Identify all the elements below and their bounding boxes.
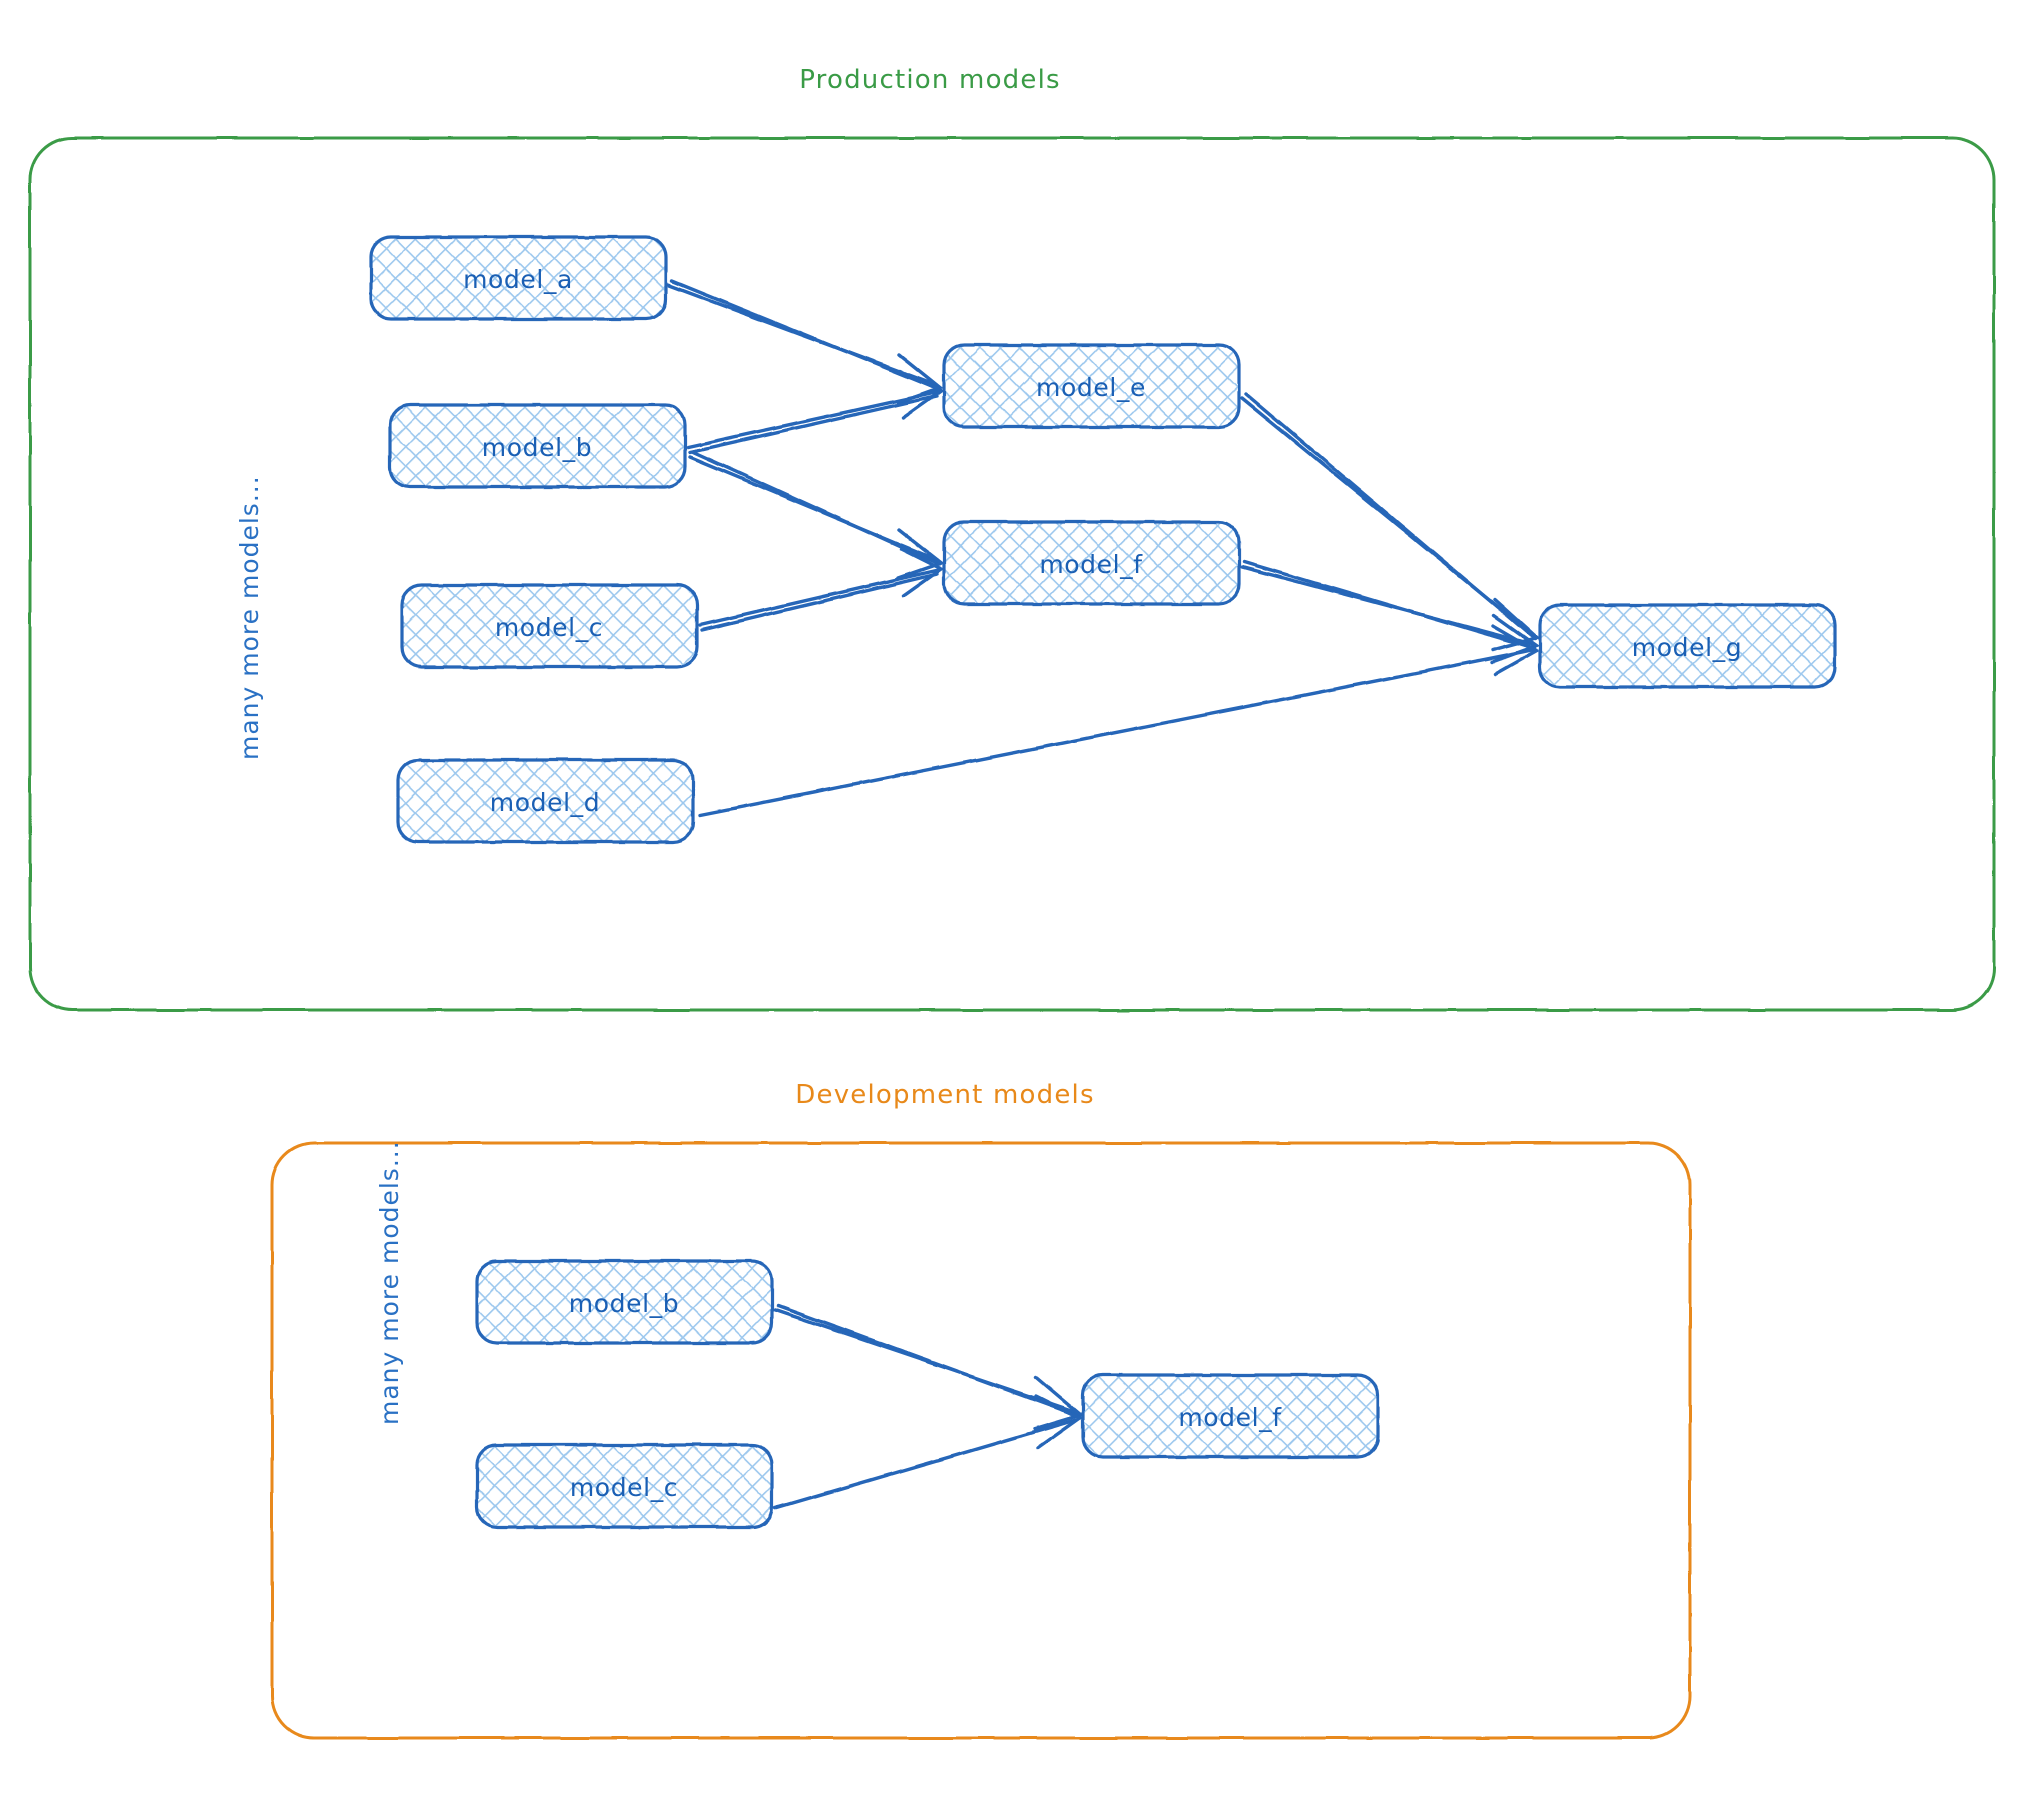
node-dev_b[interactable]: model_b — [475, 1259, 774, 1345]
node-prod_f[interactable]: model_f — [942, 520, 1241, 606]
production-side-label: many more models... — [235, 475, 264, 760]
node-prod_e[interactable]: model_e — [942, 343, 1241, 429]
node-prod_d[interactable]: model_d — [396, 758, 695, 844]
edge-prod_c-prod_f — [698, 547, 945, 632]
development-group-title: Development models — [795, 1080, 1094, 1110]
edge-dev_c-dev_f — [773, 1394, 1084, 1510]
node-label: model_c — [495, 613, 603, 642]
node-label: model_f — [1039, 550, 1143, 579]
node-label: model_e — [1036, 373, 1146, 402]
node-prod_c[interactable]: model_c — [400, 583, 699, 669]
node-label: model_a — [463, 265, 573, 294]
node-label: model_b — [569, 1289, 679, 1318]
node-label: model_g — [1632, 633, 1742, 662]
node-label: model_f — [1178, 1403, 1282, 1432]
node-prod_b[interactable]: model_b — [388, 403, 687, 489]
group-production: Production models many more models... — [28, 65, 1996, 1012]
development-side-label: many more models... — [375, 1140, 404, 1425]
development-edges — [773, 1304, 1085, 1510]
node-prod_a[interactable]: model_a — [369, 235, 668, 321]
edge-prod_f-prod_g — [1240, 560, 1540, 664]
production-group-border — [28, 136, 1996, 1012]
edge-prod_e-prod_g — [1240, 392, 1541, 652]
development-group-border — [270, 1141, 1692, 1740]
production-edges — [666, 279, 1541, 817]
node-label: model_c — [570, 1473, 678, 1502]
production-group-title: Production models — [799, 65, 1061, 95]
edge-prod_a-prod_e — [666, 279, 944, 405]
node-label: model_b — [482, 433, 592, 462]
group-development: Development models many more models... — [270, 1080, 1692, 1740]
node-prod_g[interactable]: model_g — [1538, 603, 1837, 689]
edge-dev_b-dev_f — [773, 1304, 1085, 1431]
edge-prod_d-prod_g — [698, 624, 1540, 817]
node-dev_f[interactable]: model_f — [1081, 1373, 1380, 1459]
node-dev_c[interactable]: model_c — [475, 1443, 774, 1529]
edge-prod_b-prod_e — [686, 369, 945, 454]
edge-prod_b-prod_f — [688, 450, 945, 580]
node-label: model_d — [490, 788, 600, 817]
